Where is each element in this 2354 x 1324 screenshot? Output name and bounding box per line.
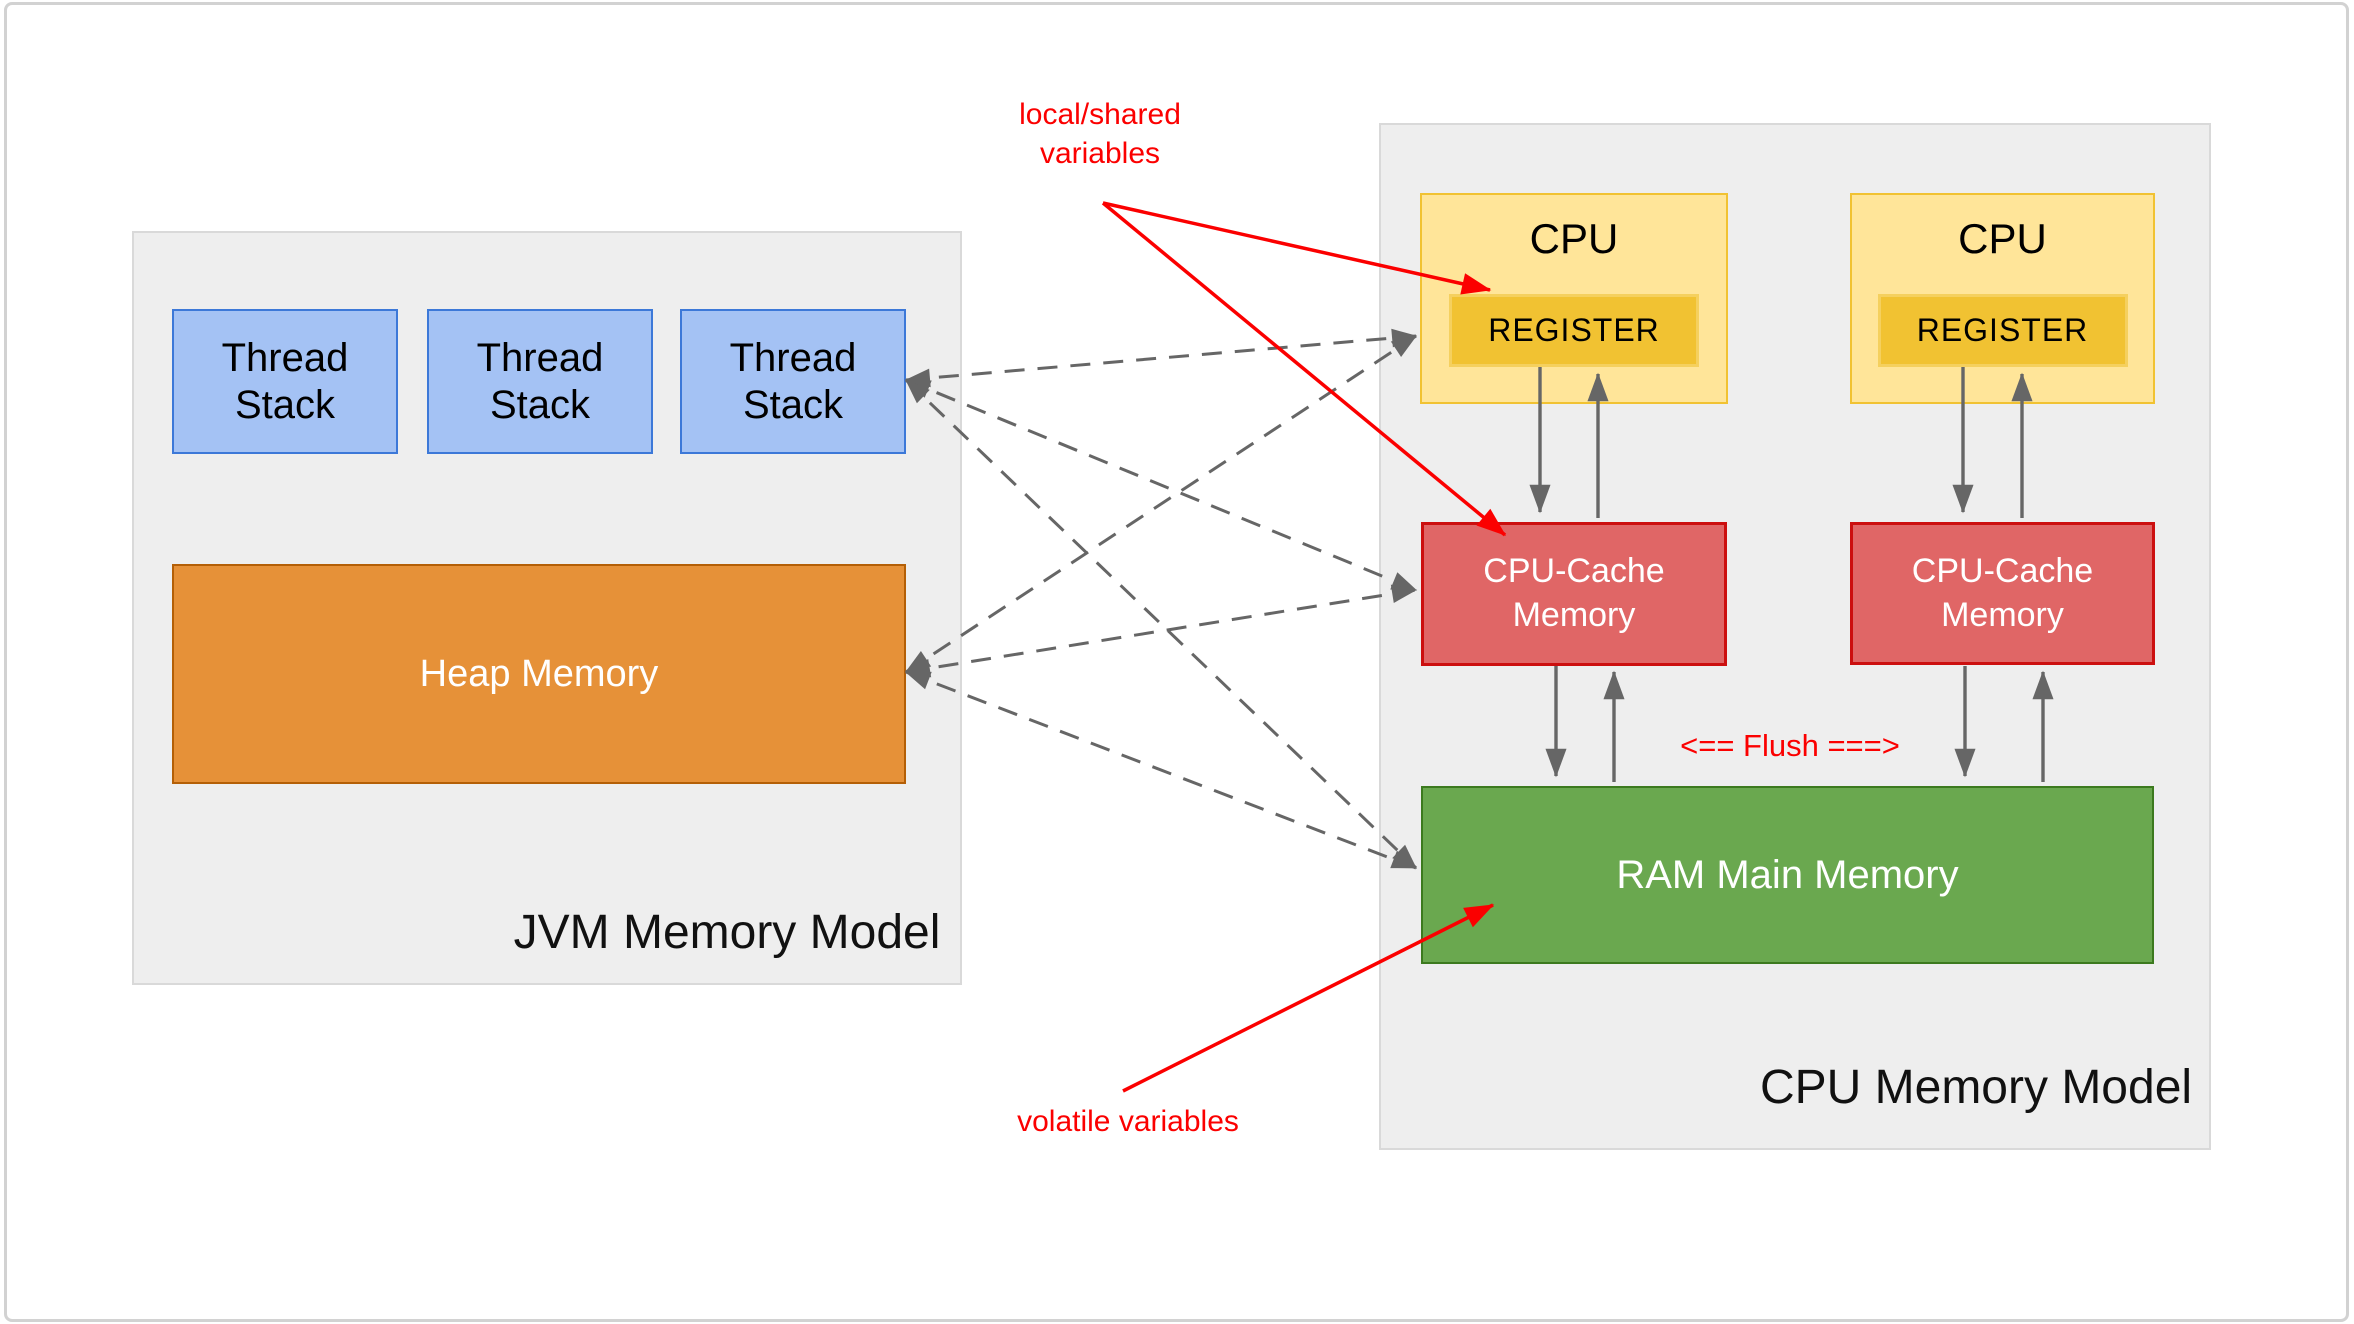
- flush-annotation: <== Flush ===>: [1680, 728, 1900, 763]
- cpu-cache-label: CPU-Cache Memory: [1911, 551, 2094, 634]
- volatile-variables-label: volatile variables: [1017, 1105, 1239, 1138]
- cpu-box-1: CPU REGISTER: [1420, 193, 1728, 404]
- cpu-panel-title: CPU Memory Model: [1759, 1061, 2193, 1114]
- ram-main-memory-box: RAM Main Memory: [1421, 786, 2154, 964]
- cpu-memory-model-panel: CPU REGISTER CPU REGISTER CPU-Cache Memo…: [1379, 123, 2211, 1150]
- thread-stack-box-1: Thread Stack: [172, 309, 398, 454]
- cpu-cache-label: CPU-Cache Memory: [1483, 552, 1665, 634]
- dashed-arrow-threadstack-ram: [904, 378, 1418, 870]
- thread-stack-box-2: Thread Stack: [427, 309, 653, 454]
- ram-main-memory-label: RAM Main Memory: [1616, 852, 1959, 897]
- jvm-panel-title: JVM Memory Model: [513, 906, 941, 959]
- thread-stack-label: Thread Stack: [476, 335, 604, 427]
- thread-stack-label: Thread Stack: [221, 335, 349, 427]
- dashed-arrow-threadstack-cache: [904, 378, 1418, 592]
- local-shared-variables-label: local/shared variables: [1019, 98, 1181, 170]
- dashed-arrow-threadstack-register: [904, 328, 1418, 388]
- dashed-arrow-heap-cache: [904, 584, 1418, 678]
- dashed-arrow-heap-register: [904, 334, 1418, 674]
- heap-memory-box: Heap Memory: [172, 564, 906, 784]
- cpu-cache-memory-box-2: CPU-Cache Memory: [1850, 522, 2155, 665]
- dashed-arrow-heap-ram: [904, 670, 1418, 870]
- jvm-memory-model-panel: Thread Stack Thread Stack Thread Stack H…: [132, 231, 962, 985]
- register-label: REGISTER: [1488, 312, 1660, 348]
- cpu-cache-memory-box-1: CPU-Cache Memory: [1421, 522, 1727, 666]
- cpu-label: CPU: [1958, 215, 2047, 262]
- cpu-box-2: CPU REGISTER: [1850, 193, 2155, 404]
- register-box-2: REGISTER: [1877, 294, 2128, 367]
- register-box-1: REGISTER: [1449, 294, 1699, 367]
- heap-memory-label: Heap Memory: [419, 652, 659, 695]
- register-label: REGISTER: [1916, 312, 2089, 348]
- thread-stack-label: Thread Stack: [729, 335, 857, 427]
- thread-stack-box-3: Thread Stack: [680, 309, 906, 454]
- cpu-label: CPU: [1529, 215, 1619, 262]
